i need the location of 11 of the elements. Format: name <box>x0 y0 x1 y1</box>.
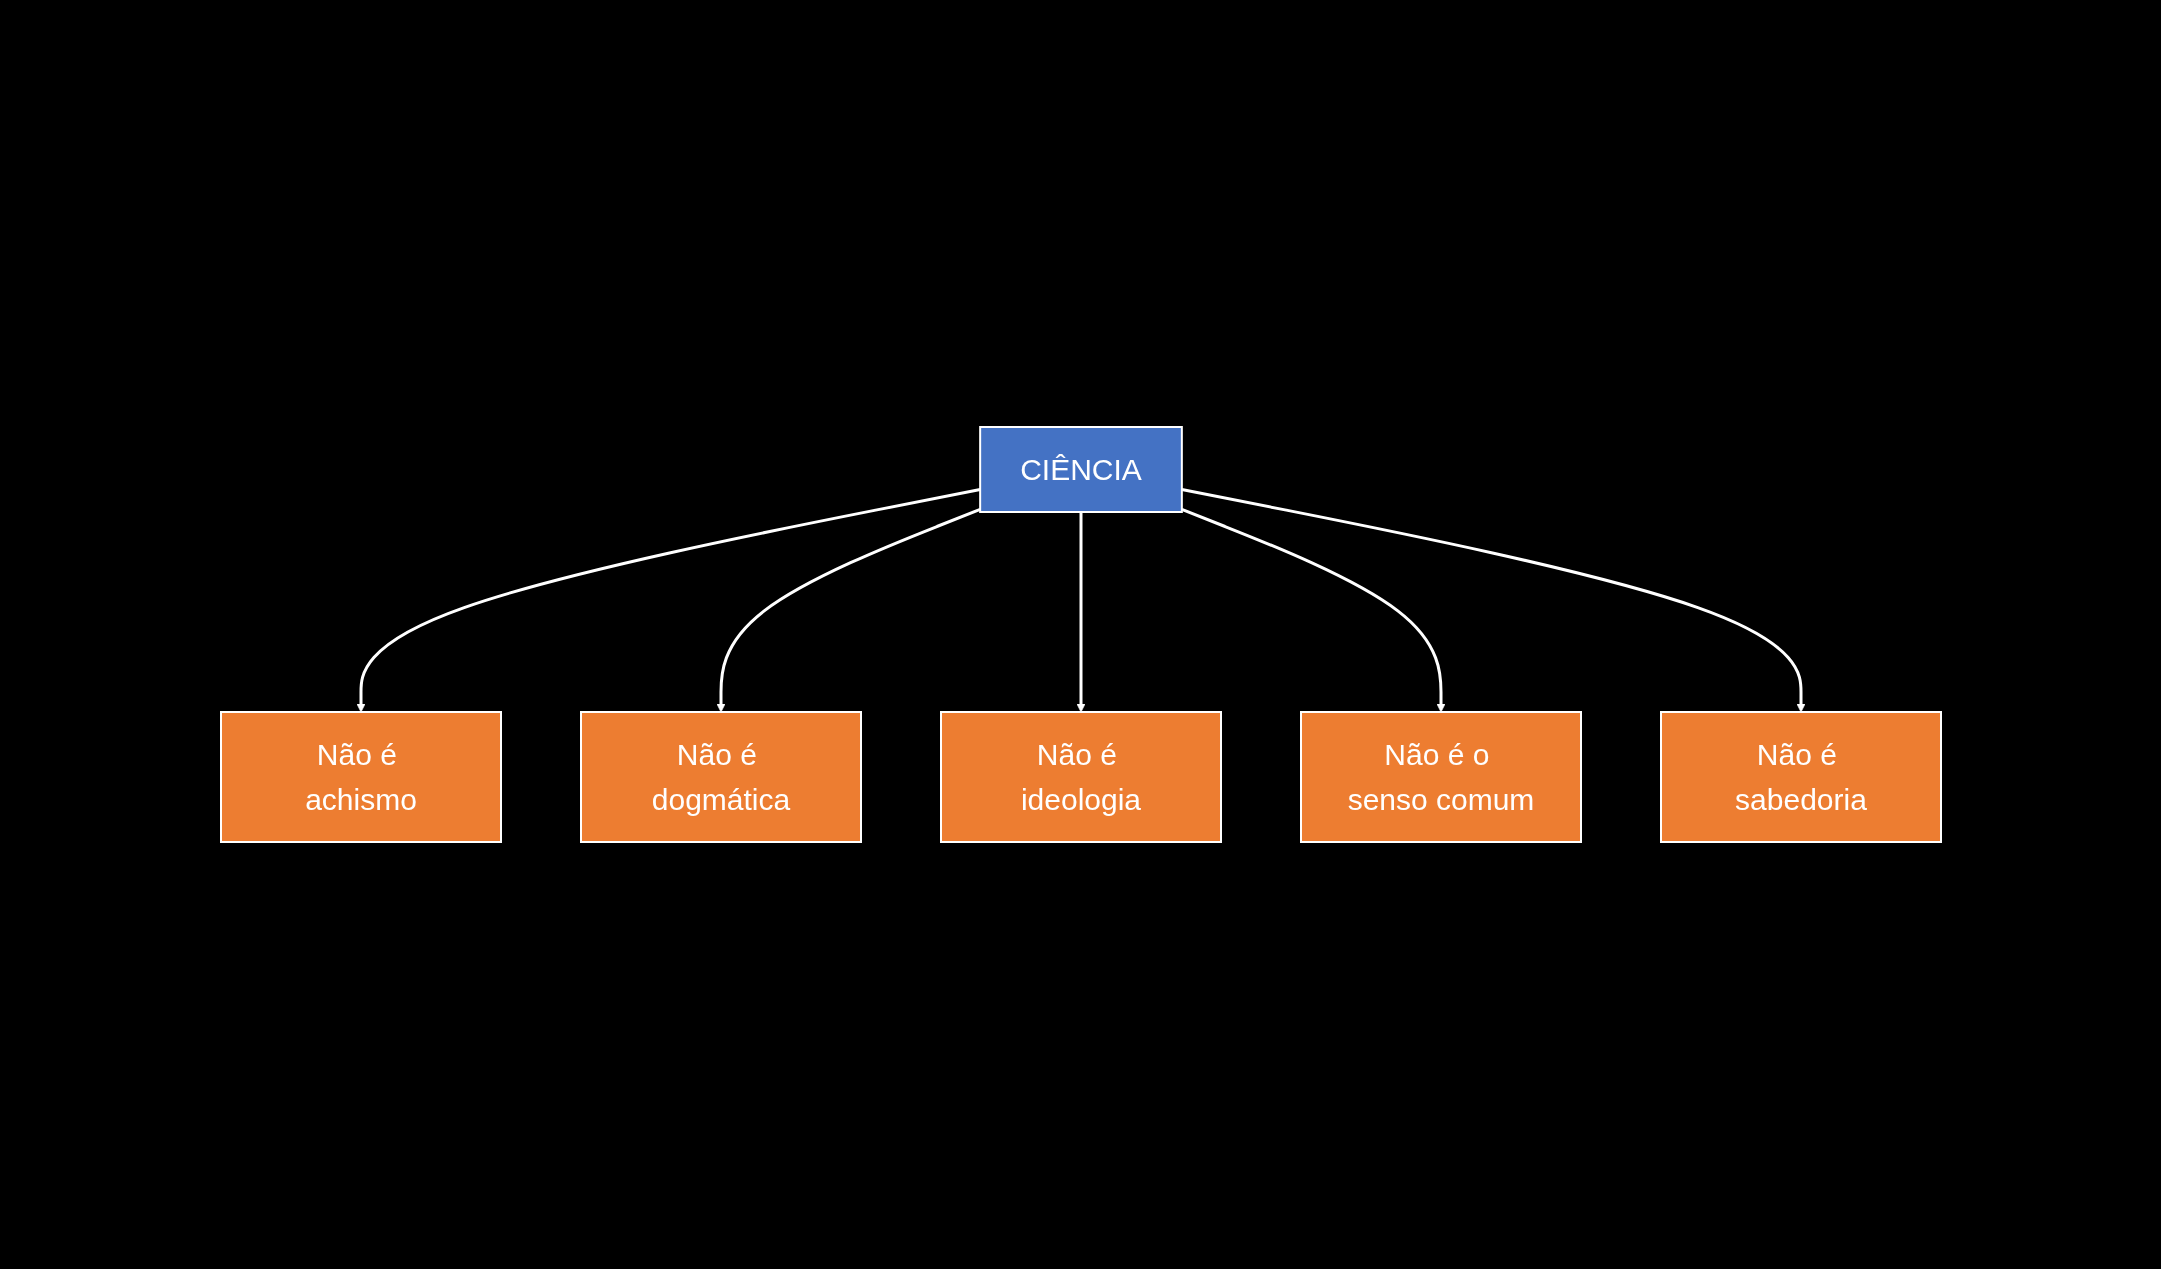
arrow <box>1181 488 1805 713</box>
node-box: Não é ideologia <box>939 711 1222 843</box>
node-box: Não é dogmática <box>579 711 862 843</box>
arrow <box>716 508 981 713</box>
node-box: Não é sabedoria <box>1659 711 1942 843</box>
node-box: Não é achismo <box>219 711 502 843</box>
arrow <box>356 488 980 713</box>
node-box: Não é o senso comum <box>1299 711 1582 843</box>
arrow <box>1076 512 1085 713</box>
arrow <box>1180 508 1445 713</box>
node-box: CIÊNCIA <box>978 426 1183 513</box>
